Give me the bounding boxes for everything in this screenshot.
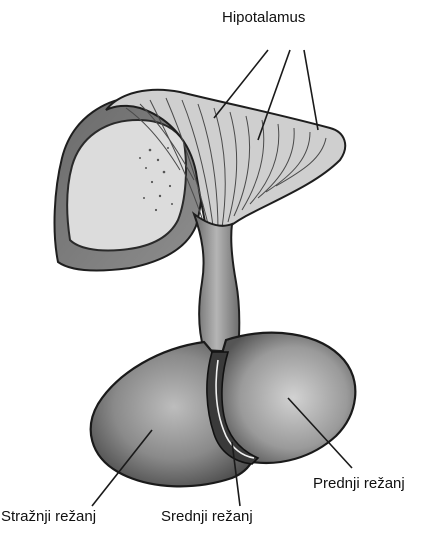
label-posterior-lobe: Stražnji režanj [1,509,96,524]
pituitary-stalk [194,214,239,352]
label-intermediate-lobe: Srednji režanj [161,509,253,524]
leader-hypothalamus-3 [304,50,318,130]
label-anterior-lobe: Prednji režanj [313,476,405,491]
label-hypothalamus: Hipotalamus [222,10,305,25]
anterior-lobe [218,333,355,463]
